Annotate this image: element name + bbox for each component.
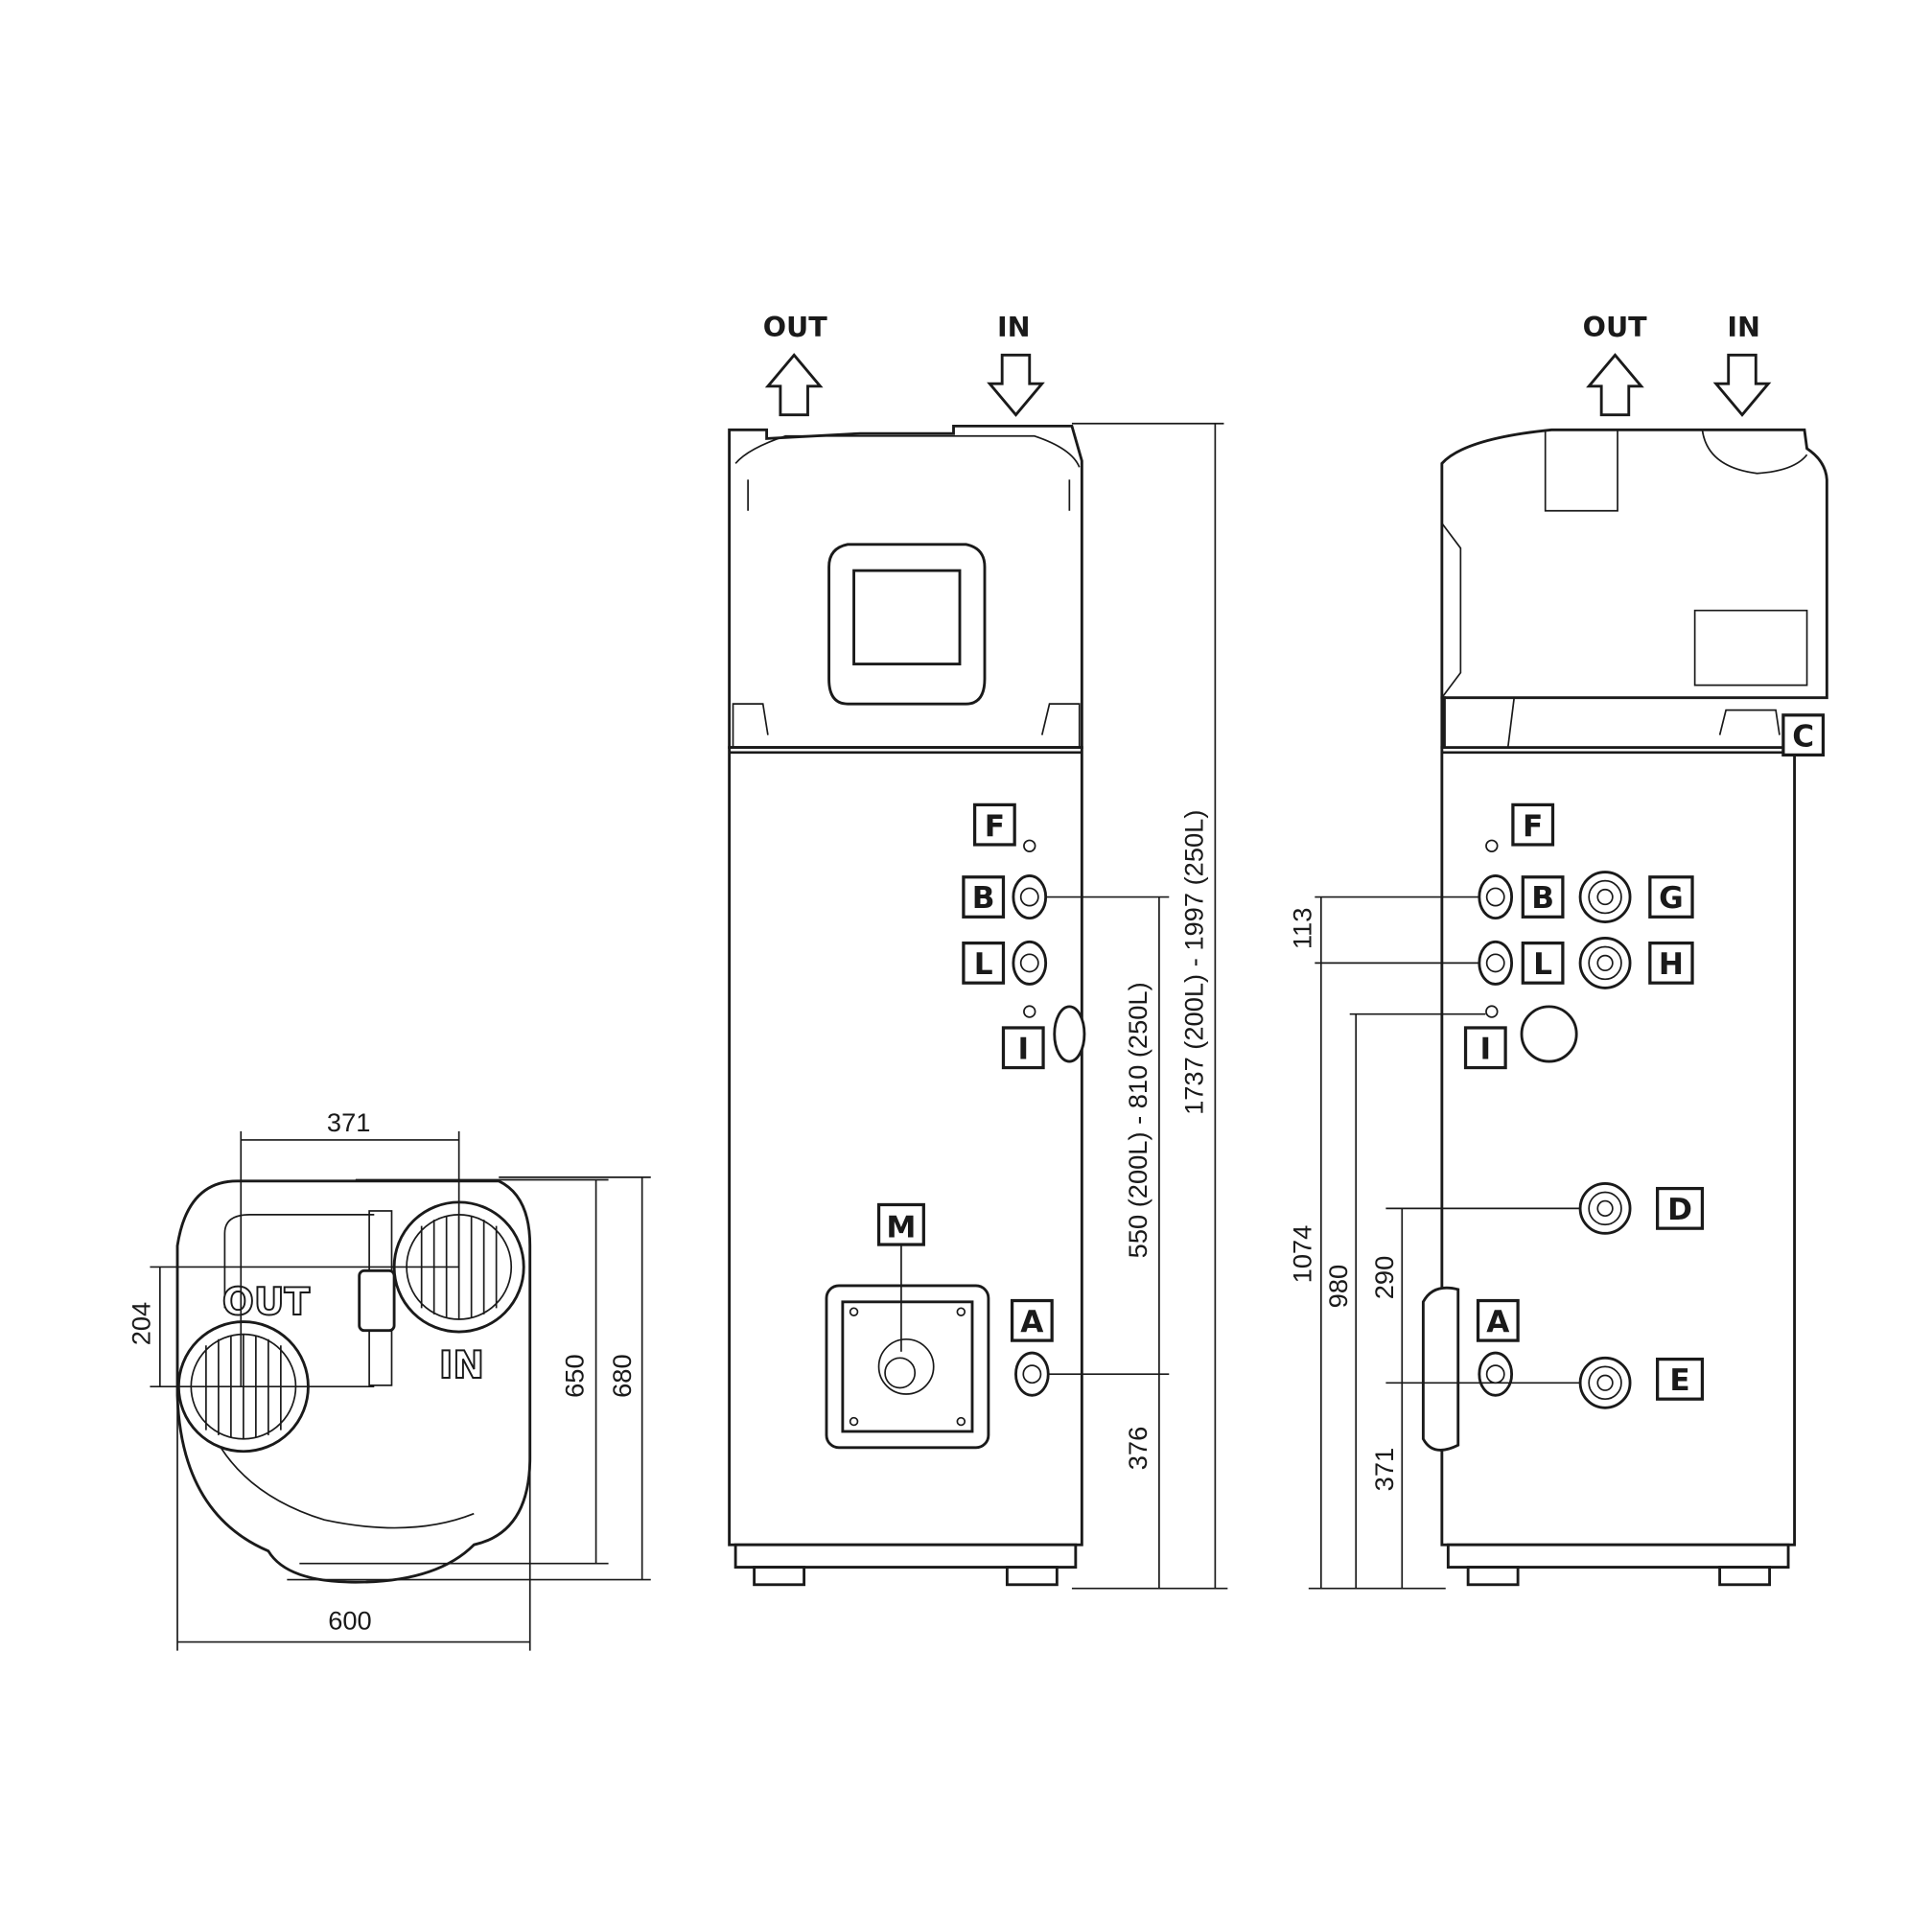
label-h: H: [1648, 941, 1694, 985]
dim-376: 376: [1123, 1427, 1152, 1471]
side-airflow-in-label: IN: [1727, 311, 1760, 343]
side-handle[interactable]: [1421, 1286, 1460, 1452]
side-edge: [1440, 696, 1446, 750]
dim-113: 113: [1287, 908, 1316, 949]
dimension-lines-top-view: [150, 1130, 651, 1651]
svg-text:D: D: [1667, 1193, 1692, 1227]
side-base: [1446, 1543, 1790, 1570]
dim-680: 680: [607, 1354, 637, 1397]
inspection-flange: [825, 1284, 990, 1450]
fitting-a: [1478, 1351, 1514, 1397]
svg-text:I: I: [1480, 1032, 1492, 1066]
svg-text:M: M: [886, 1210, 916, 1245]
fitting-i: [1485, 1005, 1499, 1018]
label-i: I: [1463, 1026, 1507, 1070]
label-b: B: [962, 875, 1006, 919]
fitting-l: [1012, 940, 1048, 986]
top-view-handle: [211, 1214, 475, 1529]
label-a: A: [1476, 1298, 1520, 1342]
svg-text:C: C: [1792, 719, 1814, 754]
dim-total-height: 1737 (200L) - 1997 (250L): [1178, 810, 1208, 1115]
front-foot-left: [753, 1566, 806, 1587]
dim-371-top: 371: [327, 1107, 371, 1137]
fitting-b: [1478, 874, 1514, 920]
fitting-i: [1023, 1005, 1036, 1018]
fitting-e: [1578, 1356, 1632, 1409]
dim-371-side: 371: [1369, 1448, 1399, 1492]
embossed-in-text: IN: [439, 1344, 484, 1387]
side-top-contours: [1441, 430, 1808, 748]
arrow-down-icon: [987, 353, 1045, 417]
svg-text:F: F: [985, 809, 1005, 844]
control-display[interactable]: [852, 569, 962, 665]
side-tank: [1440, 746, 1797, 1547]
dimension-lines-side-view: [1308, 896, 1581, 1590]
arrow-up-icon: [764, 353, 824, 417]
svg-text:A: A: [1020, 1305, 1043, 1339]
front-side-bulge: [1053, 1005, 1086, 1063]
arrow-up-icon: [1586, 353, 1644, 417]
svg-text:I: I: [1017, 1032, 1029, 1066]
side-foot-right: [1718, 1566, 1772, 1587]
top-view-box: [358, 1268, 396, 1333]
svg-text:G: G: [1659, 881, 1684, 916]
fitting-b: [1012, 874, 1048, 920]
side-airflow-out-label: OUT: [1583, 311, 1648, 343]
dim-204: 204: [126, 1302, 155, 1346]
dimension-lines-front-view: [1045, 422, 1228, 1590]
svg-text:H: H: [1659, 947, 1684, 982]
svg-text:L: L: [974, 947, 993, 982]
label-l: L: [1521, 941, 1565, 985]
front-base: [733, 1543, 1078, 1570]
svg-text:F: F: [1523, 809, 1543, 844]
airflow-in-label: IN: [997, 311, 1031, 343]
front-top-contours: [732, 434, 1081, 748]
side-foot-left: [1466, 1566, 1520, 1587]
label-a: A: [1010, 1298, 1054, 1342]
front-view: OUT IN F B L I M A: [728, 311, 1228, 1590]
label-f: F: [1511, 803, 1555, 847]
svg-text:B: B: [1531, 881, 1554, 916]
fitting-f: [1485, 839, 1499, 852]
label-i: I: [1001, 1026, 1045, 1070]
airflow-out-label: OUT: [763, 311, 828, 343]
side-top-unit: [1440, 428, 1828, 700]
dim-1074: 1074: [1287, 1225, 1316, 1284]
fitting-l: [1478, 940, 1514, 986]
fitting-h: [1578, 936, 1632, 989]
svg-text:A: A: [1486, 1305, 1509, 1339]
label-e: E: [1656, 1357, 1705, 1401]
dim-connection-height: 550 (200L) - 810 (250L): [1123, 982, 1152, 1258]
label-f: F: [972, 803, 1016, 847]
label-c: C: [1781, 713, 1826, 757]
dim-290: 290: [1369, 1256, 1399, 1300]
dim-980: 980: [1323, 1265, 1353, 1309]
side-view: OUT IN C F B G L H I D A E: [1287, 311, 1828, 1590]
embossed-out-text: OUT: [222, 1281, 311, 1324]
label-m: M: [876, 1202, 925, 1246]
top-view: OUT IN 371 204 650 680 600: [126, 1107, 651, 1651]
fitting-d: [1578, 1181, 1632, 1235]
svg-text:B: B: [972, 881, 995, 916]
svg-text:E: E: [1669, 1363, 1689, 1398]
fitting-g: [1578, 871, 1632, 923]
label-g: G: [1648, 875, 1694, 919]
svg-text:L: L: [1533, 947, 1552, 982]
dim-650: 650: [560, 1354, 590, 1397]
label-b: B: [1521, 875, 1565, 919]
label-d: D: [1656, 1186, 1705, 1230]
side-round-cover: [1520, 1005, 1578, 1063]
dim-600: 600: [328, 1606, 372, 1636]
front-foot-right: [1005, 1566, 1059, 1587]
fitting-a: [1014, 1351, 1050, 1397]
arrow-down-icon: [1712, 353, 1772, 417]
fitting-f: [1023, 839, 1036, 852]
label-l: L: [962, 941, 1006, 985]
